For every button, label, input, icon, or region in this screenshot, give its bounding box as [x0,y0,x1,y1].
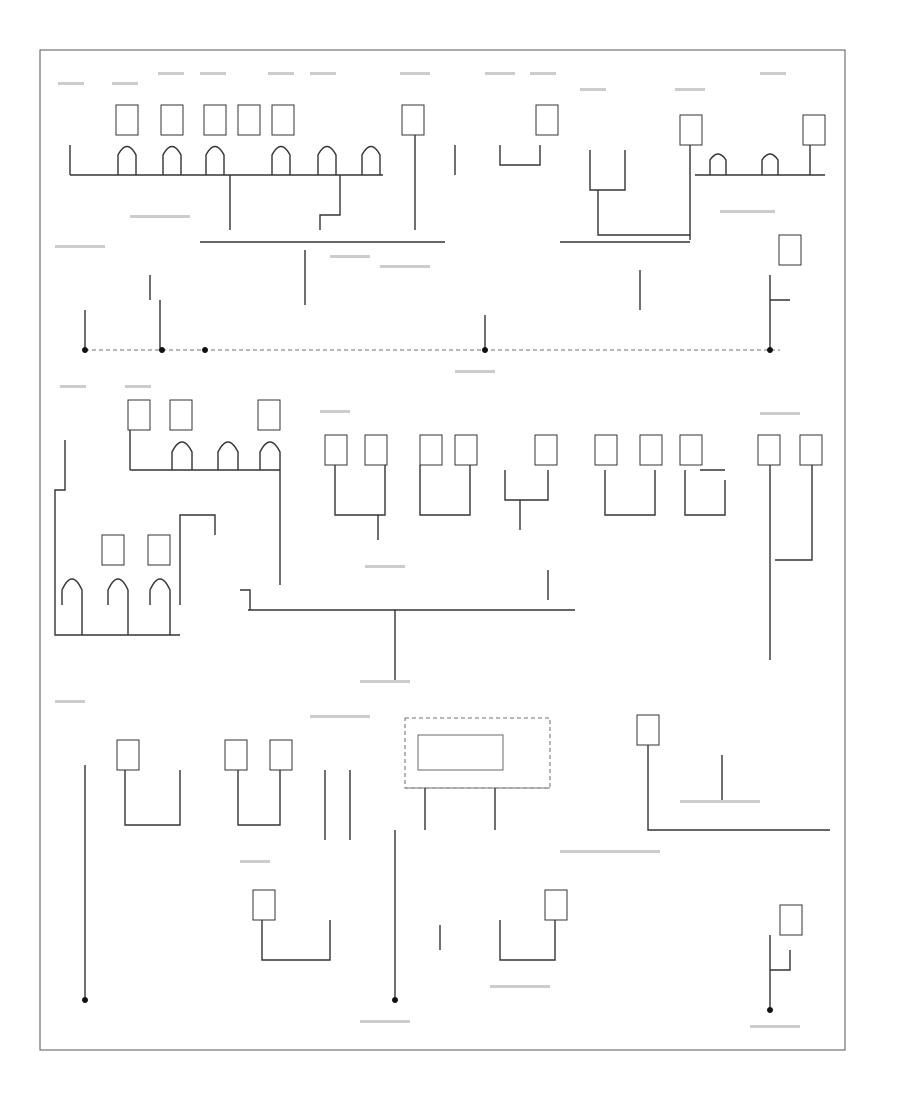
component-box [203,104,227,136]
component-box [802,114,826,146]
top-row-components [115,104,826,266]
component-box [401,104,425,136]
component-box [271,104,295,136]
top-drops [84,250,790,350]
ground-node [82,997,88,1003]
bottom-components [116,714,803,936]
splice-node [767,347,773,353]
middle-arches [61,441,281,635]
label-placeholders [55,72,800,1028]
ground-node [767,1007,773,1013]
module-outline [404,717,551,789]
component-box [535,104,559,136]
middle-wires [54,430,813,680]
bottom-wires [84,745,830,1010]
component-box [237,104,261,136]
splice-node [202,347,208,353]
splice-node [159,347,165,353]
component-box [679,114,703,146]
diagram-frame [39,49,846,1051]
component-box [160,104,184,136]
top-row-arches [117,145,779,175]
splice-node [482,347,488,353]
ground-node [392,997,398,1003]
module-inner [417,734,504,771]
component-box [115,104,139,136]
middle-components [101,399,823,566]
splice-node [82,347,88,353]
top-buses [69,135,825,243]
component-box [778,234,802,266]
